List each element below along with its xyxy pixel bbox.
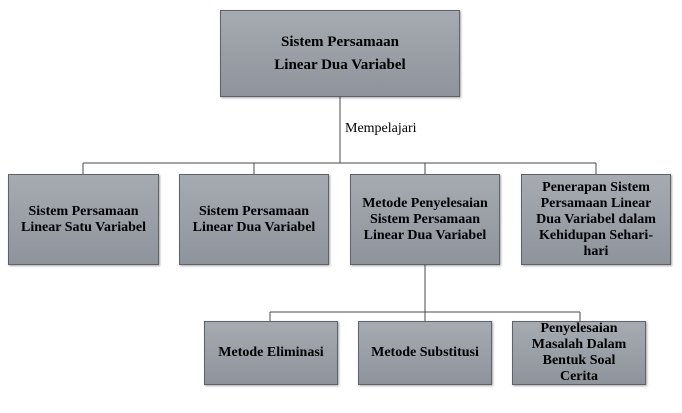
root-node-line1: Sistem Persamaan	[281, 33, 399, 50]
level1-node-text: Penerapan Sistem Persamaan Linear Dua Va…	[536, 179, 656, 259]
level2-node-metode-substitusi: Metode Substitusi	[358, 321, 492, 385]
level1-node-penerapan: Penerapan Sistem Persamaan Linear Dua Va…	[521, 174, 671, 265]
level1-node-text: Sistem Persamaan Linear Satu Variabel	[21, 203, 146, 235]
connector-label: Mempelajari	[345, 121, 417, 136]
level2-node-text: Metode Eliminasi	[218, 345, 324, 360]
level2-node-text: Penyelesaian Masalah Dalam Bentuk Soal C…	[531, 321, 627, 384]
level1-node-spl-satu-variabel: Sistem Persamaan Linear Satu Variabel	[8, 174, 159, 265]
level1-node-metode-penyelesaian: Metode Penyelesaian Sistem Persamaan Lin…	[350, 174, 500, 265]
root-node: Sistem Persamaan Linear Dua Variabel	[220, 10, 460, 97]
level2-node-text: Metode Substitusi	[371, 345, 479, 360]
level2-node-metode-eliminasi: Metode Eliminasi	[204, 321, 338, 385]
level1-node-text: Metode Penyelesaian Sistem Persamaan Lin…	[362, 195, 488, 243]
root-node-line2: Linear Dua Variabel	[274, 56, 406, 73]
level1-node-spl-dua-variabel: Sistem Persamaan Linear Dua Variabel	[179, 174, 329, 265]
level2-node-soal-cerita: Penyelesaian Masalah Dalam Bentuk Soal C…	[512, 321, 646, 385]
level1-node-text: Sistem Persamaan Linear Dua Variabel	[192, 203, 316, 235]
